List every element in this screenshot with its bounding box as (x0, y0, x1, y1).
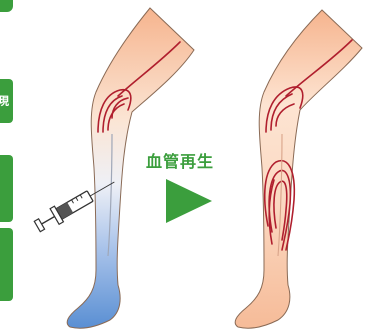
right-arrow-icon (166, 179, 212, 223)
regeneration-label: 血管再生 (146, 148, 214, 172)
leg-after (235, 10, 362, 328)
